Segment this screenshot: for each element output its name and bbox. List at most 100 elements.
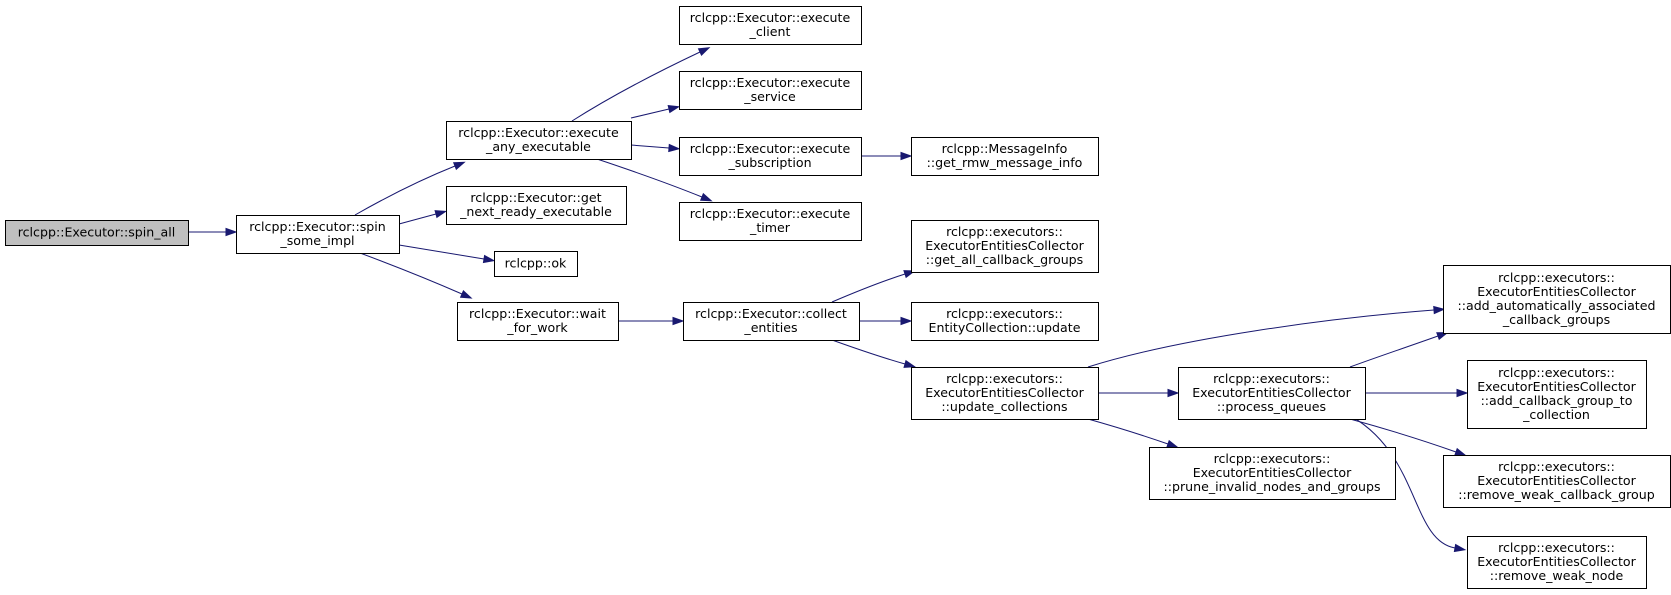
node-label-line: ::process_queues [1217,399,1326,414]
node-label-line: _for_work [506,320,568,335]
node-label-line: _collection [1522,407,1590,422]
node-box-get_next_ready_executable [446,186,627,225]
edge-process_queues-to-remove_weak_node [1344,412,1456,549]
arrowhead-update_collections-to-process_queues [1167,388,1180,398]
node-spin_all[interactable]: rclcpp::Executor::spin_all [5,220,189,246]
node-label-line: ExecutorEntitiesCollector [1477,554,1636,569]
node-add_callback_group_to_collection[interactable]: rclcpp::executors::ExecutorEntitiesColle… [1467,360,1647,429]
node-box-entity_collection_update [911,302,1099,341]
node-label-line: rclcpp::executors:: [946,224,1063,239]
node-process_queues[interactable]: rclcpp::executors::ExecutorEntitiesColle… [1178,367,1366,420]
edge-process_queues-to-remove_weak_callback_group [1349,418,1457,453]
arrowhead-process_queues-to-remove_weak_node [1453,543,1467,553]
node-execute_client[interactable]: rclcpp::Executor::execute_client [679,6,862,45]
node-label-line: ::update_collections [941,399,1067,414]
node-box-update_collections [911,367,1099,420]
node-box-process_queues [1178,367,1366,420]
node-label-line: ExecutorEntitiesCollector [1193,465,1352,480]
node-box-remove_weak_node [1467,536,1647,589]
node-label-line: rclcpp::Executor::spin_all [18,224,176,239]
node-box-execute_subscription [679,137,862,176]
node-label-line: rclcpp::executors:: [1498,459,1615,474]
node-label-line: ExecutorEntitiesCollector [1477,284,1636,299]
arrowhead-spin_some_impl-to-execute_any_executable [452,161,466,171]
node-label-line: rclcpp::Executor::get [470,190,601,205]
node-ok[interactable]: rclcpp::ok [494,251,578,277]
arrowhead-spin_all-to-spin_some_impl [225,227,238,237]
arrowhead-wait_for_work-to-collect_entities [672,316,685,326]
node-execute_timer[interactable]: rclcpp::Executor::execute_timer [679,202,862,241]
node-box-add_callback_group_to_collection [1467,360,1647,429]
edge-update_collections-to-prune_invalid_nodes_and_groups [1087,418,1169,445]
node-label-line: rclcpp::Executor::spin [249,219,386,234]
node-label-line: ExecutorEntitiesCollector [1477,379,1636,394]
node-get_all_callback_groups[interactable]: rclcpp::executors::ExecutorEntitiesColle… [911,220,1099,273]
node-get_next_ready_executable[interactable]: rclcpp::Executor::get_next_ready_executa… [446,186,627,225]
arrowhead-spin_some_impl-to-ok [482,254,496,264]
edge-collect_entities-to-get_all_callback_groups [831,273,906,303]
node-remove_weak_node[interactable]: rclcpp::executors::ExecutorEntitiesColle… [1467,536,1647,589]
arrowhead-execute_any_executable-to-execute_subscription [668,143,681,153]
node-label-line: _timer [749,220,791,235]
node-label-line: EntityCollection::update [929,320,1081,335]
node-label-line: _service [743,89,796,104]
node-remove_weak_callback_group[interactable]: rclcpp::executors::ExecutorEntitiesColle… [1443,455,1671,508]
node-box-get_all_callback_groups [911,220,1099,273]
node-label-line: ::get_all_callback_groups [926,252,1083,267]
edges-layer [188,47,1469,553]
node-box-wait_for_work [457,302,619,341]
node-box-remove_weak_callback_group [1443,455,1671,508]
node-execute_any_executable[interactable]: rclcpp::Executor::execute_any_executable [446,121,632,160]
edge-collect_entities-to-update_collections [831,339,906,365]
arrowhead-collect_entities-to-update_collections [903,359,917,368]
node-label-line: ::add_callback_group_to [1481,393,1633,408]
node-add_automatically_associated_callback_groups[interactable]: rclcpp::executors::ExecutorEntitiesColle… [1443,265,1671,334]
node-label-line: ExecutorEntitiesCollector [925,385,1084,400]
edge-spin_some_impl-to-get_next_ready_executable [398,213,437,225]
node-label-line: _subscription [727,155,811,170]
node-label-line: rclcpp::Executor::execute [458,125,619,140]
node-box-add_automatically_associated_callback_groups [1443,265,1671,334]
node-label-line: rclcpp::ok [505,255,567,270]
node-wait_for_work[interactable]: rclcpp::Executor::wait_for_work [457,302,619,341]
node-label-line: rclcpp::MessageInfo [942,141,1068,156]
node-execute_subscription[interactable]: rclcpp::Executor::execute_subscription [679,137,862,176]
edge-process_queues-to-add_automatically_associated_callback_groups [1349,335,1439,368]
arrowhead-collect_entities-to-entity_collection_update [900,316,913,326]
arrowhead-process_queues-to-remove_weak_callback_group [1454,447,1467,456]
node-label-line: rclcpp::executors:: [946,306,1063,321]
node-label-line: rclcpp::Executor::execute [690,141,851,156]
arrowhead-spin_some_impl-to-wait_for_work [459,289,473,299]
node-box-execute_client [679,6,862,45]
edge-spin_some_impl-to-ok [398,244,485,260]
node-collect_entities[interactable]: rclcpp::Executor::collect_entities [683,302,860,341]
node-label-line: rclcpp::Executor::execute [690,10,851,25]
node-label-line: rclcpp::Executor::execute [690,206,851,221]
arrowhead-update_collections-to-prune_invalid_nodes_and_groups [1166,439,1179,448]
node-box-collect_entities [683,302,860,341]
node-label-line: ::remove_weak_node [1490,568,1624,583]
node-prune_invalid_nodes_and_groups[interactable]: rclcpp::executors::ExecutorEntitiesColle… [1149,447,1396,500]
node-entity_collection_update[interactable]: rclcpp::executors::EntityCollection::upd… [911,302,1099,341]
node-label-line: _some_impl [279,233,354,248]
edge-execute_any_executable-to-execute_timer [596,158,703,198]
node-get_rmw_message_info[interactable]: rclcpp::MessageInfo::get_rmw_message_inf… [911,137,1099,176]
node-label-line: rclcpp::executors:: [1498,365,1615,380]
node-execute_service[interactable]: rclcpp::Executor::execute_service [679,71,862,110]
node-label-line: rclcpp::executors:: [946,371,1063,386]
node-label-line: rclcpp::executors:: [1498,270,1615,285]
edge-update_collections-to-add_automatically_associated_callback_groups [1087,309,1435,368]
edge-spin_some_impl-to-execute_any_executable [354,165,456,216]
node-box-prune_invalid_nodes_and_groups [1149,447,1396,500]
node-update_collections[interactable]: rclcpp::executors::ExecutorEntitiesColle… [911,367,1099,420]
node-spin_some_impl[interactable]: rclcpp::Executor::spin_some_impl [236,215,400,254]
node-label-line: ::add_automatically_associated [1457,298,1655,313]
node-label-line: _next_ready_executable [459,204,612,219]
node-label-line: ::prune_invalid_nodes_and_groups [1163,479,1380,494]
arrowhead-update_collections-to-add_automatically_associated_callback_groups [1433,305,1446,315]
node-label-line: rclcpp::Executor::collect [695,306,847,321]
arrowhead-spin_some_impl-to-get_next_ready_executable [434,210,448,219]
node-label-line: rclcpp::executors:: [1498,540,1615,555]
node-label-line: _any_executable [485,139,591,154]
